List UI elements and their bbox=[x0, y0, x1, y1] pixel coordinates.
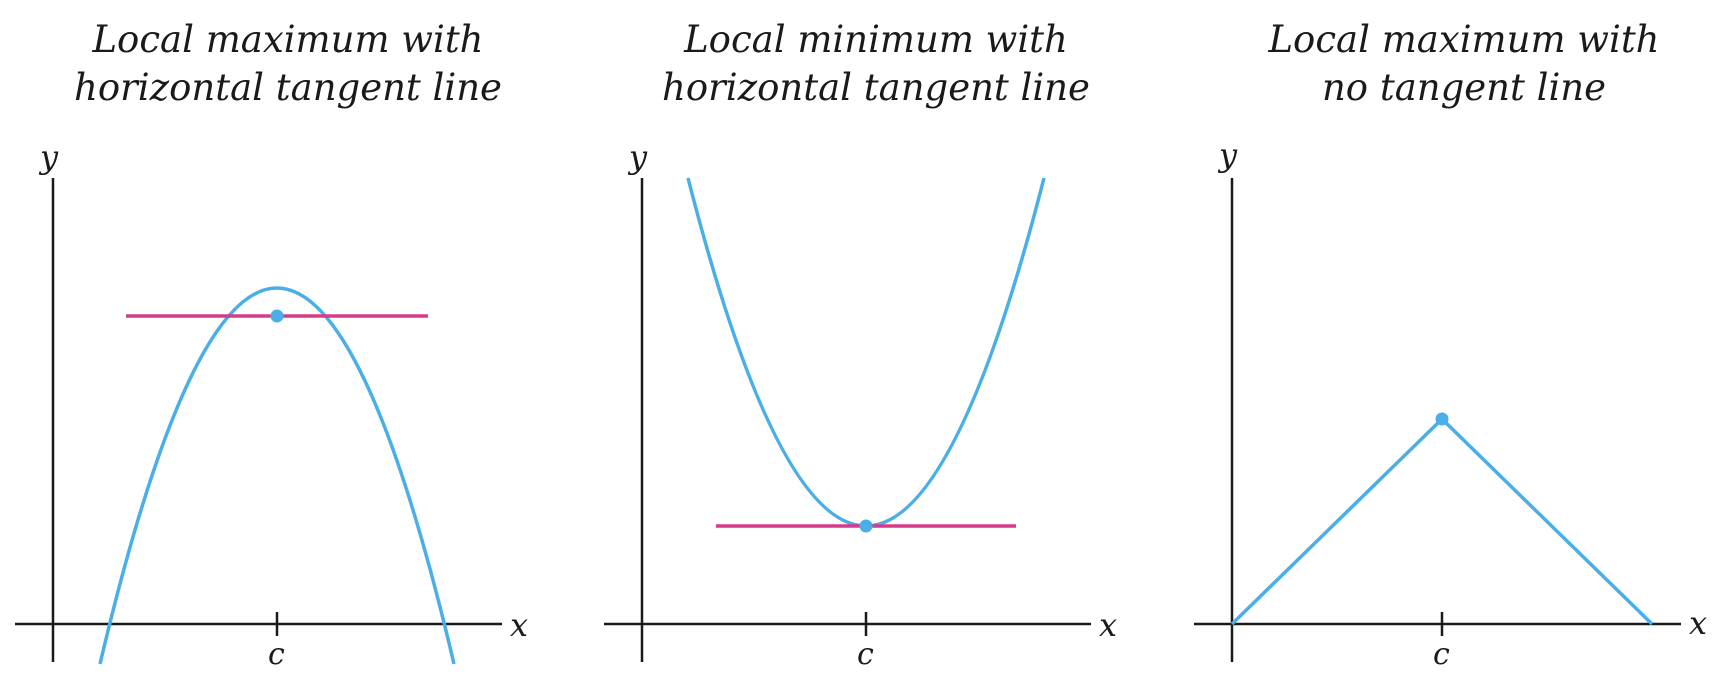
graph: y x c bbox=[15, 138, 528, 672]
curve bbox=[98, 286, 456, 665]
y-axis-label: y bbox=[38, 138, 59, 176]
x-axis-label: x bbox=[510, 606, 528, 644]
x-axis-label: x bbox=[1689, 604, 1707, 642]
x-axis-label: x bbox=[1099, 606, 1117, 644]
local-maximum-point bbox=[1435, 412, 1449, 426]
y-axis-label: y bbox=[627, 138, 648, 176]
panel-title-line-2: no tangent line bbox=[1321, 66, 1607, 109]
panel-local-maximum-no-tangent: Local maximum with no tangent line y x c bbox=[1176, 0, 1730, 684]
panel-title-line-2: horizontal tangent line bbox=[662, 66, 1090, 109]
y-axis-label: y bbox=[1217, 136, 1238, 174]
c-tick-label: c bbox=[1433, 637, 1450, 672]
panel-title-line-1: Local maximum with bbox=[92, 18, 484, 61]
panel-title: Local maximum with horizontal tangent li… bbox=[0, 16, 576, 112]
panel-title-line-1: Local maximum with bbox=[1268, 18, 1660, 61]
panel-local-maximum-horizontal-tangent: Local maximum with horizontal tangent li… bbox=[0, 0, 576, 684]
panel-title: Local maximum with no tangent line bbox=[1176, 16, 1730, 112]
panel-local-minimum-horizontal-tangent: Local minimum with horizontal tangent li… bbox=[588, 0, 1164, 684]
graph: y x c bbox=[1194, 136, 1707, 672]
panel-title: Local minimum with horizontal tangent li… bbox=[588, 16, 1164, 112]
c-tick-label: c bbox=[268, 637, 285, 672]
local-minimum-point bbox=[859, 519, 873, 533]
local-maximum-point bbox=[270, 309, 284, 323]
graph: y x c bbox=[604, 138, 1117, 672]
c-tick-label: c bbox=[857, 637, 874, 672]
panel-title-line-1: Local minimum with bbox=[684, 18, 1068, 61]
curve bbox=[686, 177, 1046, 528]
panel-title-line-2: horizontal tangent line bbox=[74, 66, 502, 109]
curve-with-corner bbox=[1230, 416, 1654, 626]
